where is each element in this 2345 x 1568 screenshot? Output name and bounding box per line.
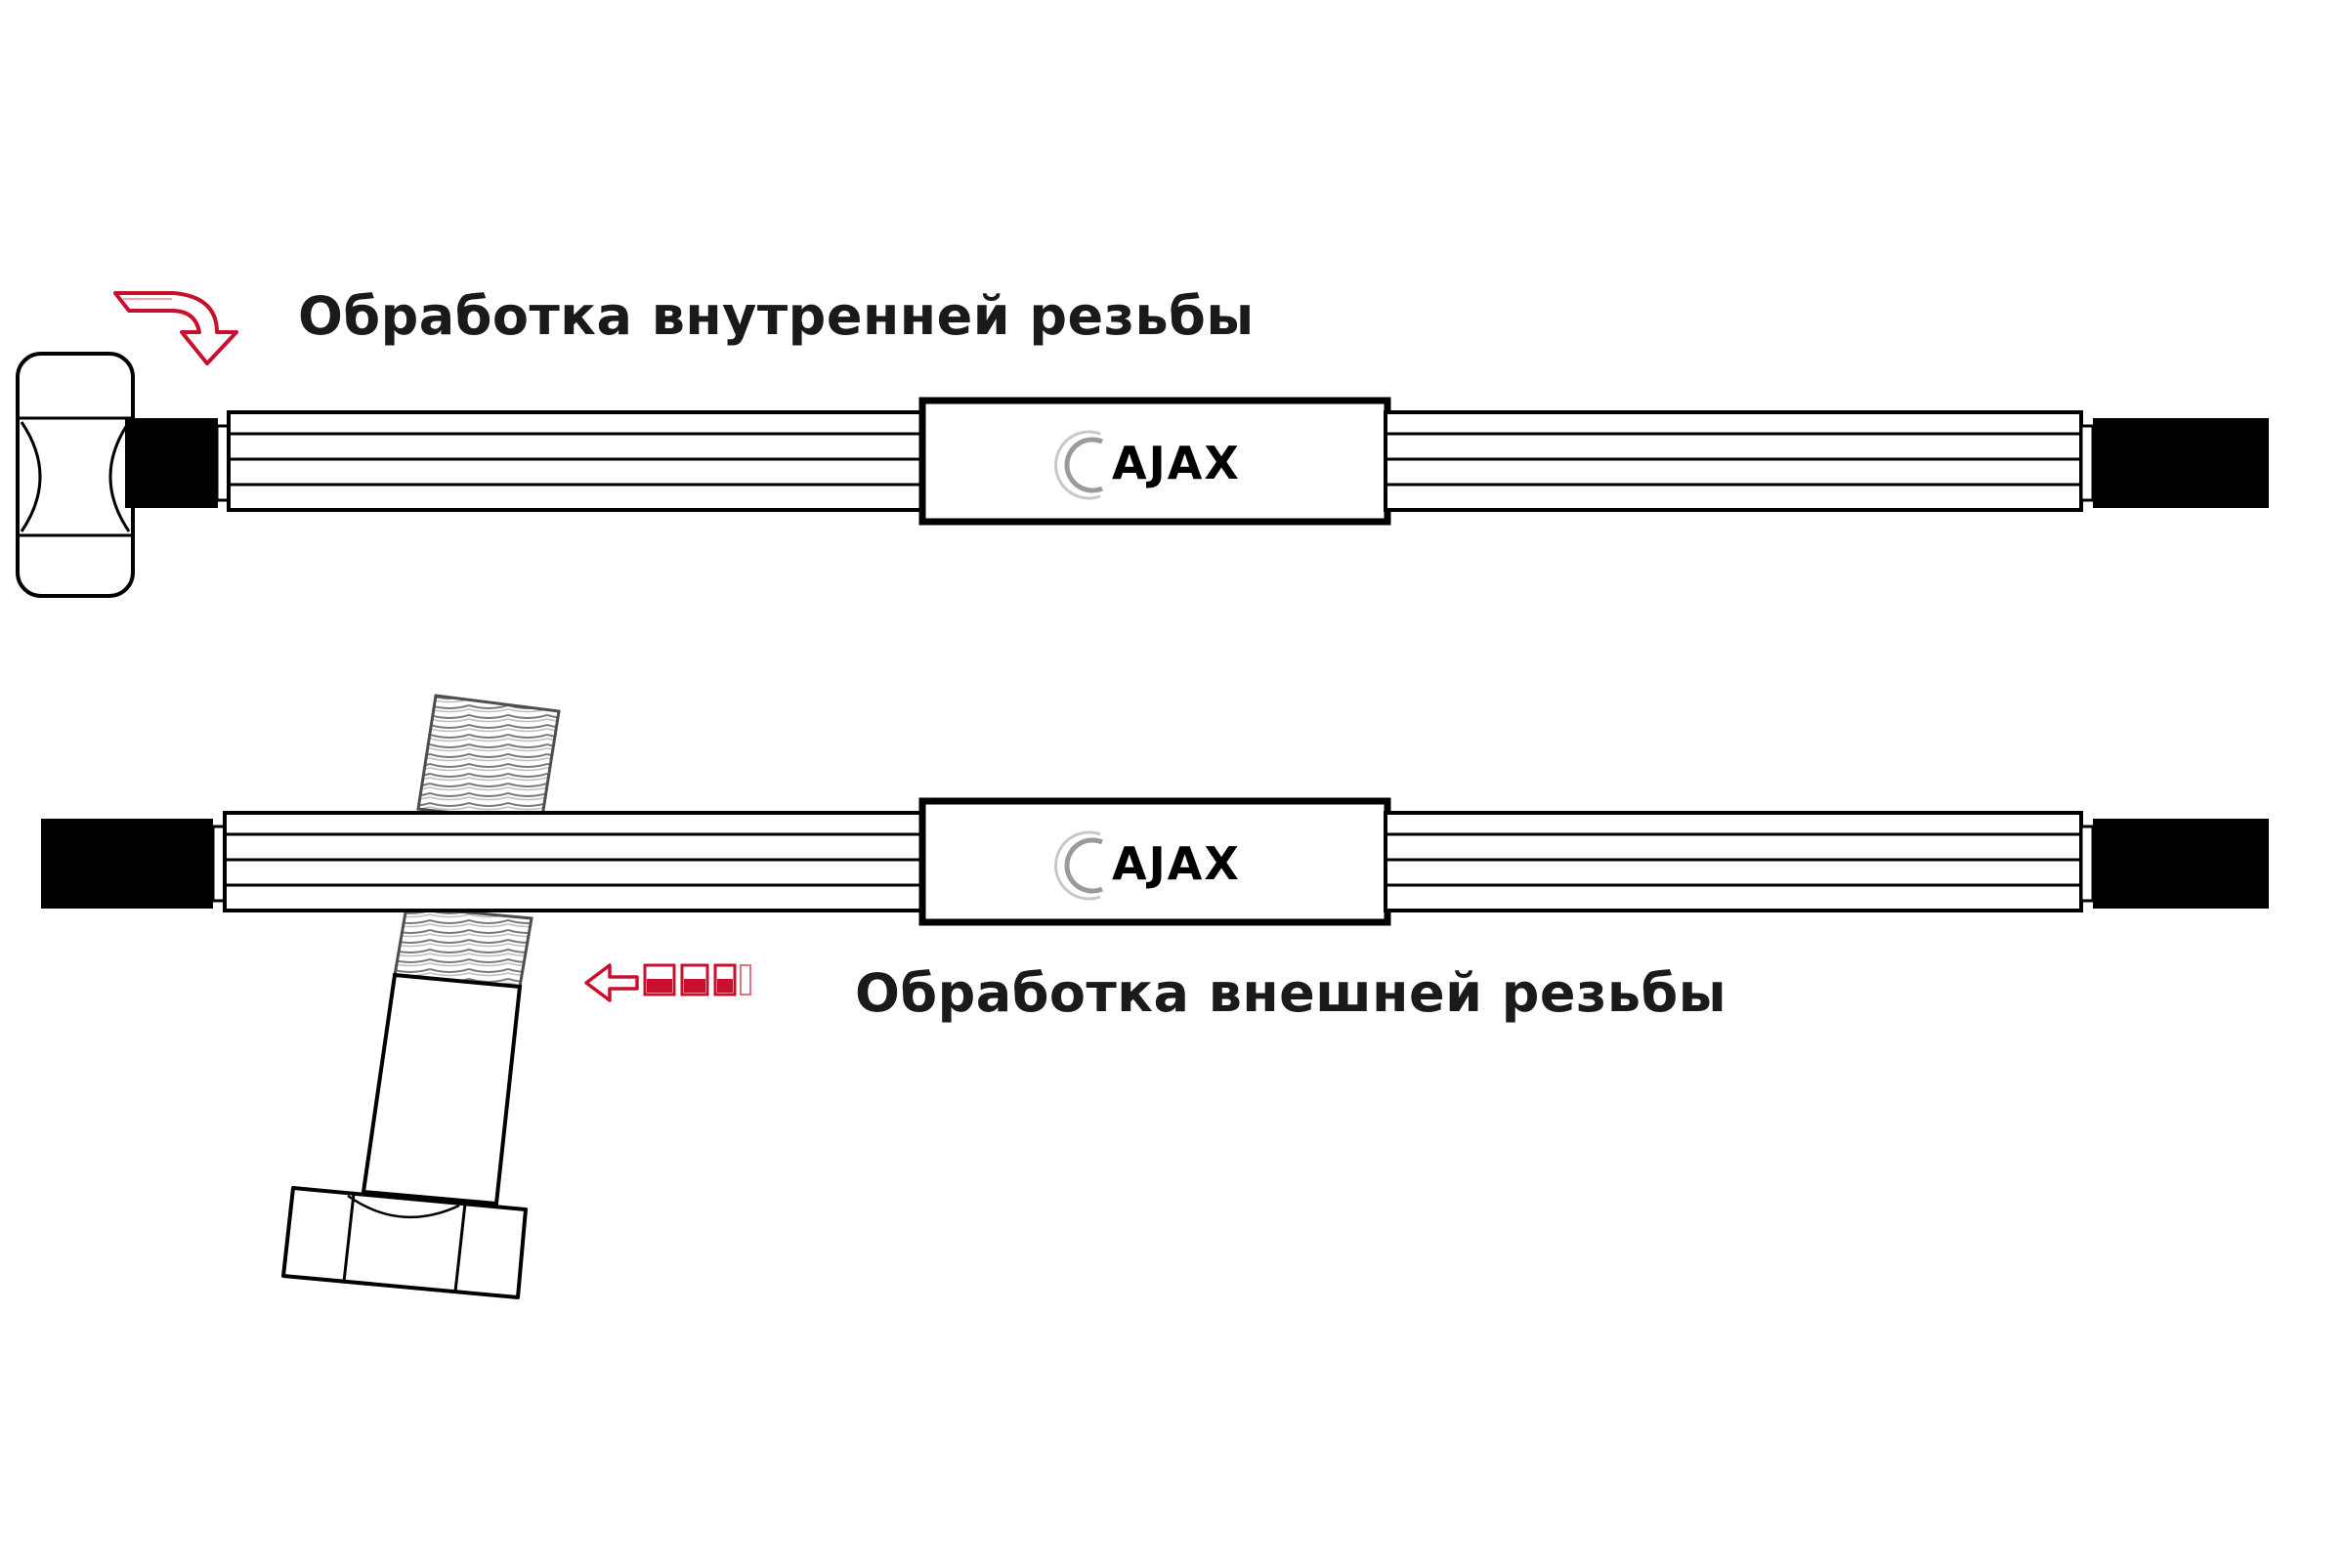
brand-label: AJAX: [1112, 837, 1241, 890]
tool-collar-right: [2079, 424, 2095, 502]
tool-label-block: AJAX: [918, 397, 1391, 526]
caption-internal-thread: Обработка внутренней резьбы: [298, 285, 1255, 347]
tool-collar-right: [2079, 825, 2095, 903]
tool-tip-right: [2093, 418, 2269, 508]
tool-tip-left: [125, 418, 218, 508]
tool-external: AJAX: [41, 694, 2269, 1299]
curved-arrow-down-icon: [113, 291, 238, 365]
bolt-icon: [281, 694, 561, 1299]
tool-internal: AJAX: [16, 291, 2269, 598]
tool-shaft-right: [1384, 410, 2083, 512]
brand-label: AJAX: [1112, 437, 1241, 489]
tool-shaft-left: [223, 811, 926, 912]
tool-shaft-left: [227, 410, 926, 512]
hex-nut-icon: [16, 352, 135, 598]
tool-tip-left: [41, 819, 213, 909]
tool-tip-right: [2093, 819, 2269, 909]
caption-external-thread: Обработка внешней резьбы: [855, 962, 1727, 1024]
tool-shaft-right: [1384, 811, 2083, 912]
arrow-left-icon: [584, 963, 751, 1002]
ajax-logo: AJAX: [1054, 430, 1241, 500]
tool-label-block: AJAX: [918, 797, 1391, 926]
ajax-logo: AJAX: [1054, 830, 1241, 901]
